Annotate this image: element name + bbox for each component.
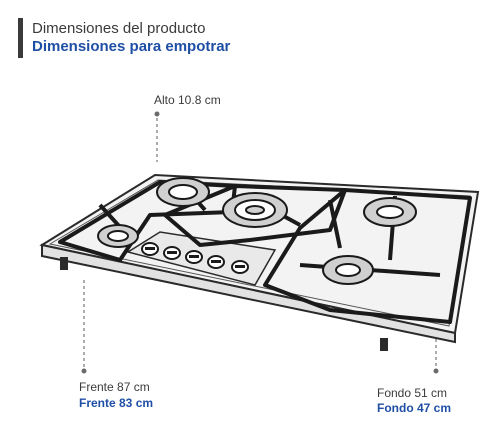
burner-rear-right [363, 197, 417, 227]
accent-bar [18, 18, 23, 58]
burner-center-wok [222, 192, 288, 228]
front-leader-dot [81, 368, 87, 374]
control-knob [141, 242, 159, 256]
front-product-label: Frente 87 cm [79, 380, 150, 394]
depth-leader-dot [433, 368, 439, 374]
cooktop-foot-right [380, 338, 388, 351]
grate-center [163, 184, 347, 247]
burners [97, 177, 417, 285]
front-cutout-label: Frente 83 cm [79, 396, 154, 410]
burner-front-left [97, 224, 139, 248]
control-knobs [141, 242, 249, 274]
burner-rear-left [156, 177, 210, 207]
cutout-dimensions-title: Dimensiones para empotrar [32, 38, 231, 55]
height-label: Alto 10.8 cm [154, 93, 221, 107]
depth-product-label: Fondo 51 cm [377, 386, 448, 400]
control-knob [163, 246, 181, 260]
burner-front-right [322, 255, 374, 285]
depth-cutout-label: Fondo 47 cm [377, 401, 452, 415]
cooktop-foot-left [60, 257, 68, 270]
height-leader-dot [154, 111, 160, 117]
control-knob [207, 255, 225, 269]
control-knob [231, 260, 249, 274]
product-dimensions-title: Dimensiones del producto [32, 20, 206, 37]
grate-right [263, 188, 472, 324]
control-knob [185, 250, 203, 264]
